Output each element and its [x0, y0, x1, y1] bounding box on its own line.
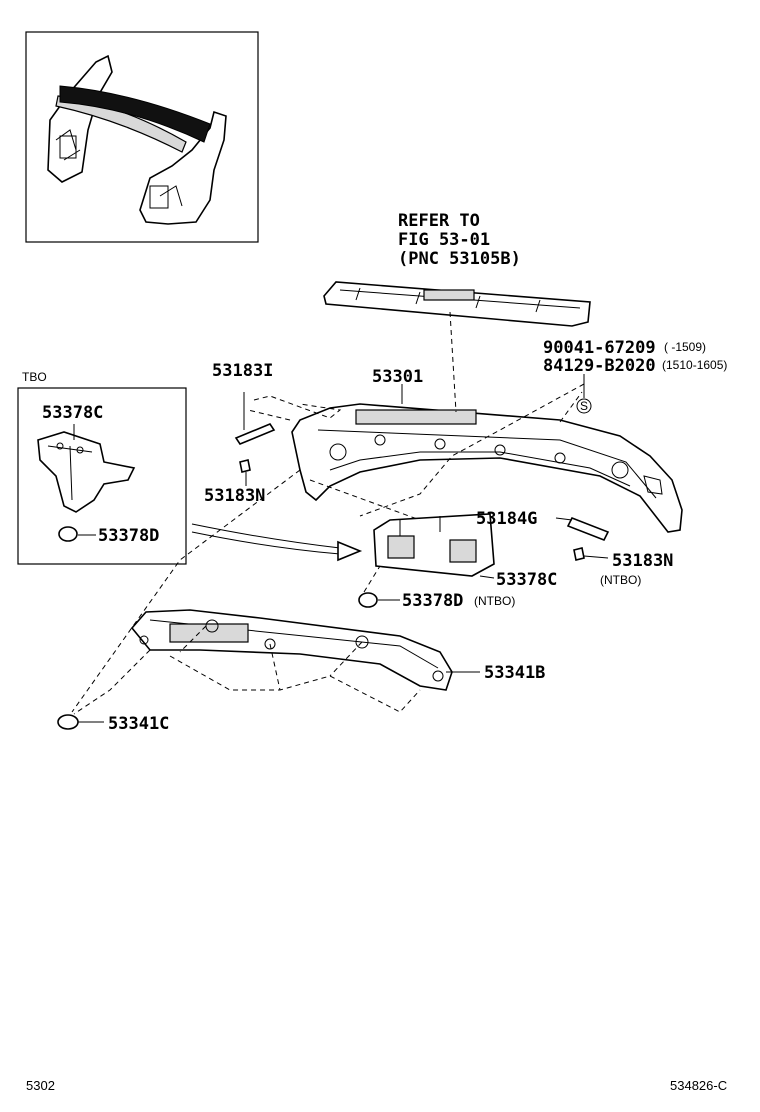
label-53184g: 53184G [476, 509, 537, 529]
clip-53378d-ntbo [358, 592, 400, 608]
clip-53341c [57, 714, 104, 730]
screw-53183n-left [239, 459, 251, 486]
label-84129-range: (1510-1605) [662, 358, 727, 372]
label-53183n-right: 53183N [612, 551, 673, 571]
bumper-absorber-53378c [373, 513, 495, 579]
upper-grille-part [323, 281, 591, 327]
label-53183n-left: 53183N [204, 486, 265, 506]
tbo-title: TBO [22, 370, 47, 384]
lower-bracket-53341b [130, 609, 480, 691]
svg-text:S: S [580, 399, 588, 413]
label-53378c-tbo: 53378C [42, 403, 103, 423]
retainer-53184g [555, 516, 610, 542]
screw-53183n-right [573, 547, 609, 561]
screw-marker-s: S [576, 374, 592, 414]
label-53183i: 53183I [212, 361, 273, 381]
tbo-inset: TBO 53378C 53378D [17, 370, 187, 565]
label-90041-67209: 90041-67209 [543, 338, 656, 358]
direction-arrow [191, 523, 363, 562]
assembly-dashed-lines [71, 311, 585, 715]
label-refer-line2: FIG 53-01 [398, 230, 490, 250]
label-ntbo-d: (NTBO) [474, 594, 515, 608]
label-53378d-ntbo: 53378D [402, 591, 463, 611]
label-53341c: 53341C [108, 714, 169, 734]
label-refer-line3: (PNC 53105B) [398, 249, 521, 269]
label-84129-b2020: 84129-B2020 [543, 356, 656, 376]
label-ntbo-c: (NTBO) [600, 573, 641, 587]
label-refer-line1: REFER TO [398, 211, 480, 231]
front-bumper-cover [291, 403, 683, 533]
footer-right-code: 534826-C [670, 1078, 727, 1093]
vehicle-locator-inset [25, 31, 259, 243]
label-90041-range: ( -1509) [664, 340, 706, 354]
label-53378d-tbo: 53378D [98, 526, 159, 546]
label-53341b: 53341B [484, 663, 545, 683]
retainer-53183i [234, 392, 276, 445]
footer-left-code: 5302 [26, 1078, 55, 1093]
label-53378c-ntbo: 53378C [496, 570, 557, 590]
label-53301: 53301 [372, 367, 423, 387]
